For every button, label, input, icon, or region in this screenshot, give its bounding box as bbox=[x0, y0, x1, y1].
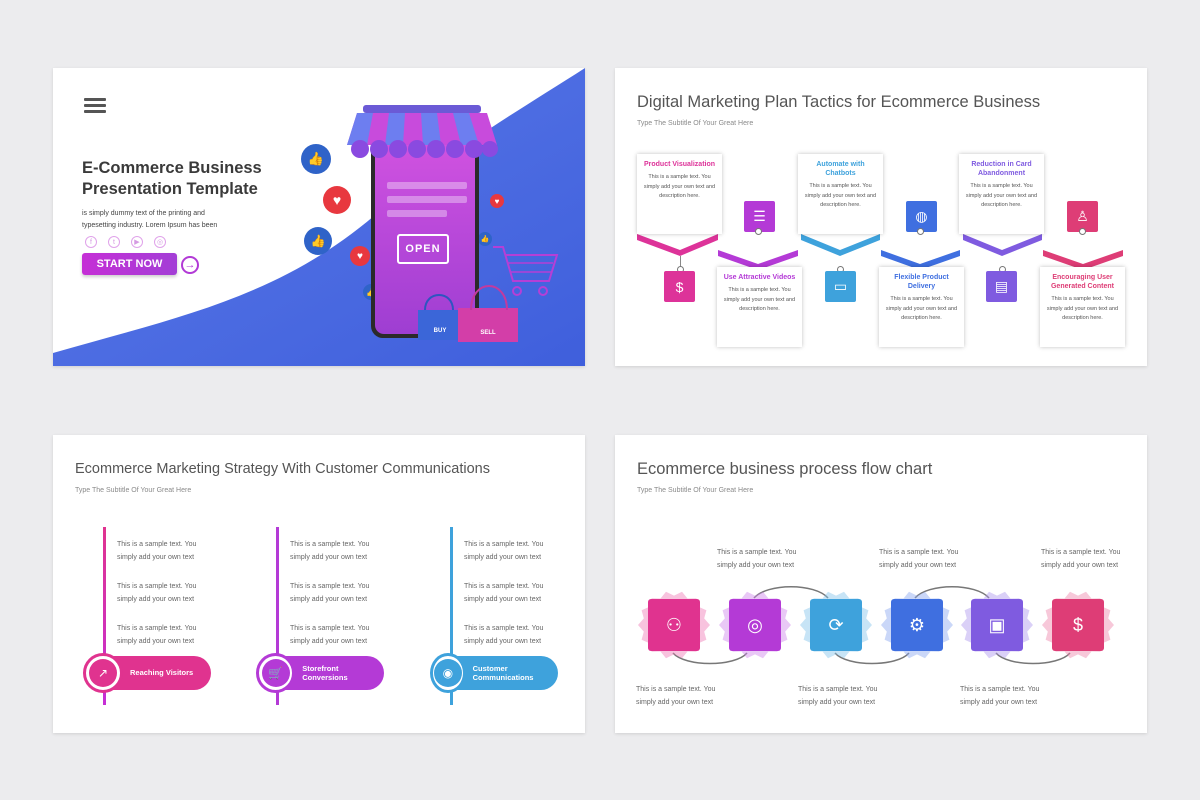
strategy-text: This is a sample text. You simply add yo… bbox=[464, 583, 544, 603]
strategy-text: This is a sample text. You simply add yo… bbox=[290, 583, 370, 603]
shopping-bag-icon: $ bbox=[664, 271, 695, 302]
location-icon: ◎ bbox=[729, 599, 781, 651]
team-presentation-icon: ☰ bbox=[744, 201, 775, 232]
tactic-text: This is a sample text. You simply add yo… bbox=[643, 174, 716, 199]
cover-title: E-Commerce Business Presentation Templat… bbox=[82, 159, 262, 198]
strategy-text: This is a sample text. You simply add yo… bbox=[290, 541, 370, 561]
facebook-icon[interactable]: f bbox=[85, 236, 97, 248]
tactic-card: Product Visualization This is a sample t… bbox=[637, 154, 722, 234]
like-bubble-icon: 👍 bbox=[301, 144, 331, 174]
tactic-text: This is a sample text. You simply add yo… bbox=[885, 296, 958, 321]
strategy-pill[interactable]: ↗ Reaching Visitors bbox=[83, 653, 211, 693]
strategy-text: This is a sample text. You simply add yo… bbox=[117, 541, 197, 561]
slide-title: Digital Marketing Plan Tactics for Ecomm… bbox=[637, 93, 1041, 111]
users-icon: ♙ bbox=[1067, 201, 1098, 232]
strategy-pill[interactable]: 🛒 Storefront Conversions bbox=[256, 653, 384, 693]
slide-subtitle: Type The Subtitle Of Your Great Here bbox=[75, 487, 192, 494]
network-user-icon: ◉ bbox=[433, 659, 462, 687]
arrow-right-icon[interactable]: → bbox=[181, 256, 199, 274]
instagram-icon[interactable]: ◎ bbox=[154, 236, 166, 248]
open-sign: OPEN bbox=[397, 234, 449, 264]
clock-refresh-icon: ⟳ bbox=[810, 599, 862, 651]
heart-bubble-icon: ♥ bbox=[350, 246, 370, 266]
sell-bag-icon: SELL bbox=[458, 308, 518, 342]
flow-text: This is a sample text. You simply add yo… bbox=[1041, 549, 1121, 569]
settings-icon: ⚙ bbox=[891, 599, 943, 651]
phone-screen: OPEN bbox=[375, 144, 475, 334]
flow-text: This is a sample text. You simply add yo… bbox=[960, 686, 1040, 706]
slide-marketing-strategy[interactable]: Ecommerce Marketing Strategy With Custom… bbox=[53, 435, 585, 733]
strategy-text: This is a sample text. You simply add yo… bbox=[464, 541, 544, 561]
strategy-text: This is a sample text. You simply add yo… bbox=[464, 625, 544, 645]
slide-title: Ecommerce Marketing Strategy With Custom… bbox=[75, 461, 490, 477]
flow-text: This is a sample text. You simply add yo… bbox=[798, 686, 878, 706]
strategy-text: This is a sample text. You simply add yo… bbox=[117, 625, 197, 645]
slide-marketing-plan-tactics[interactable]: Digital Marketing Plan Tactics for Ecomm… bbox=[615, 68, 1147, 366]
tactic-text: This is a sample text. You simply add yo… bbox=[804, 183, 877, 208]
tactic-card: Automate with Chatbots This is a sample … bbox=[798, 154, 883, 234]
slide-title: Ecommerce business process flow chart bbox=[637, 460, 933, 478]
browser-settings-icon: ▣ bbox=[971, 599, 1023, 651]
strategy-label: Storefront Conversions bbox=[302, 663, 348, 683]
cart-icon: 🛒 bbox=[261, 659, 290, 687]
chart-icon: ↗ bbox=[89, 659, 117, 687]
column-line bbox=[103, 527, 106, 705]
like-bubble-icon: 👍 bbox=[304, 227, 332, 255]
column-line bbox=[276, 527, 279, 705]
like-bubble-icon: 👍 bbox=[478, 232, 492, 246]
tactic-title: Encouraging User Generated Content bbox=[1050, 274, 1114, 290]
bag-handles bbox=[424, 285, 508, 311]
column-line bbox=[450, 527, 453, 705]
slide-subtitle: Type The Subtitle Of Your Great Here bbox=[637, 487, 754, 494]
id-card-icon: ▤ bbox=[986, 271, 1017, 302]
flow-text: This is a sample text. You simply add yo… bbox=[636, 686, 716, 706]
slide-subtitle: Type The Subtitle Of Your Great Here bbox=[637, 120, 754, 127]
start-now-button[interactable]: START NOW bbox=[82, 253, 177, 275]
tactic-card: Use Attractive Videos This is a sample t… bbox=[717, 267, 802, 347]
buy-bag-icon: BUY bbox=[418, 310, 462, 340]
strategy-label: Reaching Visitors bbox=[130, 668, 194, 678]
heart-bubble-icon: ♥ bbox=[490, 194, 504, 208]
strategy-text: This is a sample text. You simply add yo… bbox=[290, 625, 370, 645]
tactic-card: Encouraging User Generated Content This … bbox=[1040, 267, 1125, 347]
tactic-title: Flexible Product Delivery bbox=[894, 274, 949, 290]
menu-icon[interactable] bbox=[84, 98, 106, 114]
globe-icon: ◍ bbox=[906, 201, 937, 232]
tactic-card: Reduction in Card Abandonment This is a … bbox=[959, 154, 1044, 234]
tactics-timeline-chevrons bbox=[637, 234, 1123, 270]
monitor-icon: ▭ bbox=[825, 271, 856, 302]
twitter-icon[interactable]: t bbox=[108, 236, 120, 248]
flow-text: This is a sample text. You simply add yo… bbox=[717, 549, 797, 569]
slide-ecommerce-cover[interactable]: E-Commerce Business Presentation Templat… bbox=[53, 68, 585, 366]
heart-bubble-icon: ♥ bbox=[323, 186, 351, 214]
shopping-cart-illustration bbox=[493, 246, 559, 296]
tactic-text: This is a sample text. You simply add yo… bbox=[965, 183, 1038, 208]
tactic-title: Reduction in Card Abandonment bbox=[971, 161, 1032, 177]
youtube-icon[interactable]: ▶ bbox=[131, 236, 143, 248]
money-bag-icon: $ bbox=[1052, 599, 1104, 651]
tactic-title: Product Visualization bbox=[643, 161, 716, 168]
tactic-text: This is a sample text. You simply add yo… bbox=[723, 287, 796, 312]
cover-description: is simply dummy text of the printing and… bbox=[82, 210, 218, 229]
flow-text: This is a sample text. You simply add yo… bbox=[879, 549, 959, 569]
social-links: f t ▶ ◎ bbox=[85, 236, 166, 248]
slide-process-flow-chart[interactable]: Ecommerce business process flow chart Ty… bbox=[615, 435, 1147, 733]
strategy-label: Customer Communications bbox=[472, 663, 534, 683]
shop-awning-icon bbox=[347, 105, 498, 158]
strategy-pill[interactable]: ◉ Customer Communications bbox=[430, 653, 558, 693]
tactic-title: Use Attractive Videos bbox=[723, 274, 796, 281]
tactic-card: Flexible Product Delivery This is a samp… bbox=[879, 267, 964, 347]
tactic-title: Automate with Chatbots bbox=[816, 161, 865, 177]
meeting-icon: ⚇ bbox=[648, 599, 700, 651]
strategy-text: This is a sample text. You simply add yo… bbox=[117, 583, 197, 603]
tactic-text: This is a sample text. You simply add yo… bbox=[1046, 296, 1119, 321]
